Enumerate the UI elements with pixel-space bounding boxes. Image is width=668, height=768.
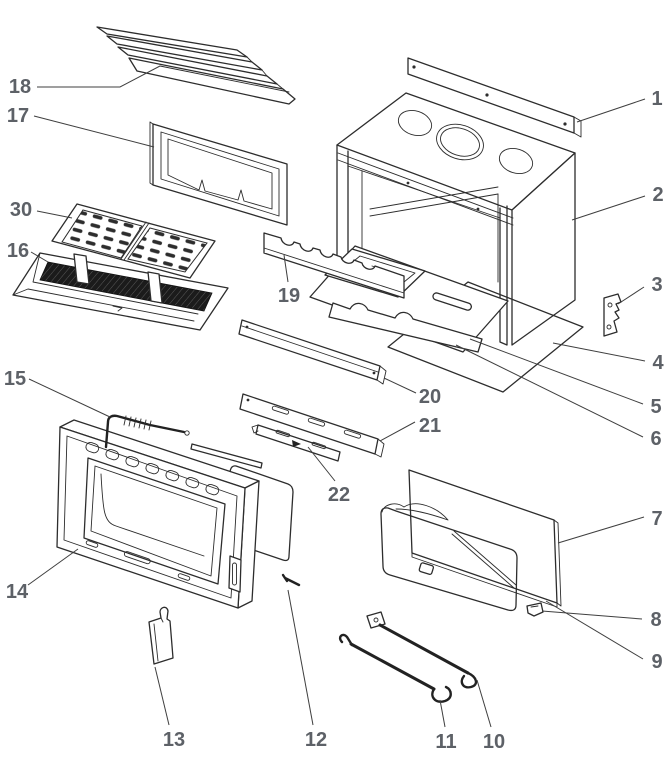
callout-label-21: 21 <box>419 415 441 437</box>
callout-label-13: 13 <box>163 729 185 751</box>
callout-label-9: 9 <box>651 651 662 673</box>
part-22-strip <box>251 424 341 462</box>
part-13-latch <box>148 606 174 665</box>
part-21-slotted-rail <box>239 393 385 458</box>
callout-label-17: 17 <box>7 105 29 127</box>
part-8-clip <box>526 602 544 617</box>
callout-label-14: 14 <box>6 581 29 603</box>
part-7-glass <box>408 469 562 608</box>
door-vent-slots <box>85 442 220 496</box>
callout-label-19: 19 <box>278 285 300 307</box>
callout-label-12: 12 <box>305 729 327 751</box>
part-door-gasket <box>224 465 294 562</box>
callout-label-30: 30 <box>10 199 32 221</box>
callout-label-20: 20 <box>419 386 441 408</box>
part-30-grate <box>51 203 216 279</box>
leader-lines <box>27 65 646 728</box>
part-door-retainer-strip <box>190 443 263 469</box>
part-6-front-trim <box>328 302 483 353</box>
part-16-grate-frame <box>12 252 229 331</box>
callout-labels: 1 2 3 4 5 6 7 8 9 10 11 12 13 14 15 16 1… <box>4 76 665 753</box>
part-10-rod <box>366 611 478 689</box>
part-17-rear-liner <box>149 121 288 226</box>
part-3-bracket <box>603 293 622 337</box>
part-14-door <box>56 419 260 609</box>
callout-label-4: 4 <box>652 352 664 374</box>
callout-label-15: 15 <box>4 368 26 390</box>
handle-knurl <box>123 415 152 431</box>
callout-label-11: 11 <box>435 731 456 753</box>
callout-label-3: 3 <box>651 274 662 296</box>
part-15-handle <box>104 414 190 449</box>
callout-label-8: 8 <box>650 609 661 631</box>
callout-label-1: 1 <box>651 88 662 110</box>
part-12-pin <box>281 573 301 587</box>
part-9-gasket <box>380 503 518 612</box>
callout-label-2: 2 <box>652 184 663 206</box>
part-2-cabinet <box>336 92 576 346</box>
callout-label-16: 16 <box>7 240 29 262</box>
callout-label-10: 10 <box>483 731 505 753</box>
callout-label-7: 7 <box>651 508 662 530</box>
part-20-rail <box>238 319 387 385</box>
callout-label-6: 6 <box>650 428 661 450</box>
part-18-baffle-plates <box>96 26 296 105</box>
callout-label-18: 18 <box>9 76 31 98</box>
part-11-rod <box>338 633 452 703</box>
callout-label-5: 5 <box>650 396 661 418</box>
part-19-notched-rail <box>263 232 405 299</box>
part-1-top-strip <box>407 57 582 138</box>
callout-label-22: 22 <box>328 484 350 506</box>
